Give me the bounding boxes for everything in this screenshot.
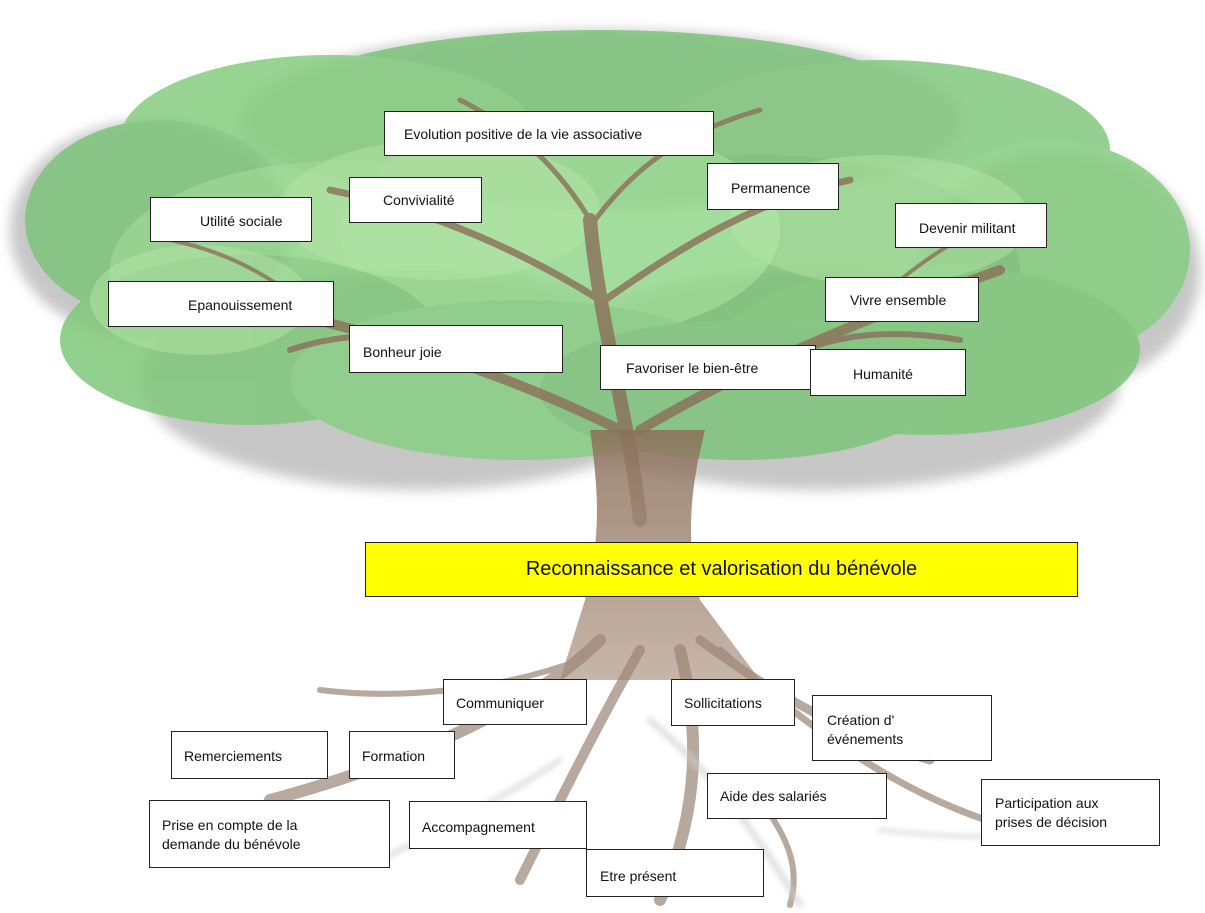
root-accompagnement: Accompagnement xyxy=(409,801,587,849)
root-label: Communiquer xyxy=(456,695,544,711)
concept-label: Humanité xyxy=(853,366,913,382)
root-label: Remerciements xyxy=(184,748,283,764)
root-formation: Formation xyxy=(349,731,455,779)
concept-label: Vivre ensemble xyxy=(850,292,947,308)
root-etre-present: Etre présent xyxy=(586,849,764,897)
concept-humanite: Humanité xyxy=(810,349,966,396)
root-label: Formation xyxy=(362,748,426,764)
root-label: Accompagnement xyxy=(422,819,535,835)
concept-label: Convivialité xyxy=(383,192,455,208)
concept-label: Permanence xyxy=(731,180,811,196)
root-label: Sollicitations xyxy=(684,695,762,711)
root-sollicitations: Sollicitations xyxy=(671,679,795,726)
root-aide-salaries: Aide des salariés xyxy=(707,773,887,819)
concept-label: Utilité sociale xyxy=(200,213,283,229)
root-label: Aide des salariés xyxy=(720,788,827,804)
concept-label: Evolution positive de la vie associative xyxy=(404,126,643,142)
concept-evolution: Evolution positive de la vie associative xyxy=(384,111,714,156)
concept-epanouissement: Epanouissement xyxy=(108,281,334,327)
concept-label: Bonheur joie xyxy=(363,344,442,360)
concept-label: Epanouissement xyxy=(188,297,293,313)
concept-utilite-sociale: Utilité sociale xyxy=(150,197,312,242)
root-label: Prise en compte de la demande du bénévol… xyxy=(162,817,301,852)
root-prise-en-compte: Prise en compte de la demande du bénévol… xyxy=(149,800,390,868)
root-participation-decision: Participation aux prises de décision xyxy=(981,779,1160,846)
concept-label: Favoriser le bien-être xyxy=(626,360,759,376)
root-remerciements: Remerciements xyxy=(171,731,328,779)
central-title: Reconnaissance et valorisation du bénévo… xyxy=(365,542,1078,597)
root-label: Etre présent xyxy=(600,868,677,884)
concept-permanence: Permanence xyxy=(707,163,839,210)
concept-convivialite: Convivialité xyxy=(349,177,482,223)
central-title-text: Reconnaissance et valorisation du bénévo… xyxy=(525,558,918,580)
concept-label: Devenir militant xyxy=(919,220,1016,236)
concept-vivre-ensemble: Vivre ensemble xyxy=(825,277,979,322)
root-communiquer: Communiquer xyxy=(443,679,587,725)
root-label: Participation aux prises de décision xyxy=(995,795,1108,830)
concept-bonheur-joie: Bonheur joie xyxy=(349,325,563,373)
root-creation-evenements: Création d' événements xyxy=(812,695,992,761)
concept-devenir-militant: Devenir militant xyxy=(895,203,1047,248)
concept-bien-etre: Favoriser le bien-être xyxy=(600,345,816,390)
root-label: Création d' événements xyxy=(827,712,904,747)
